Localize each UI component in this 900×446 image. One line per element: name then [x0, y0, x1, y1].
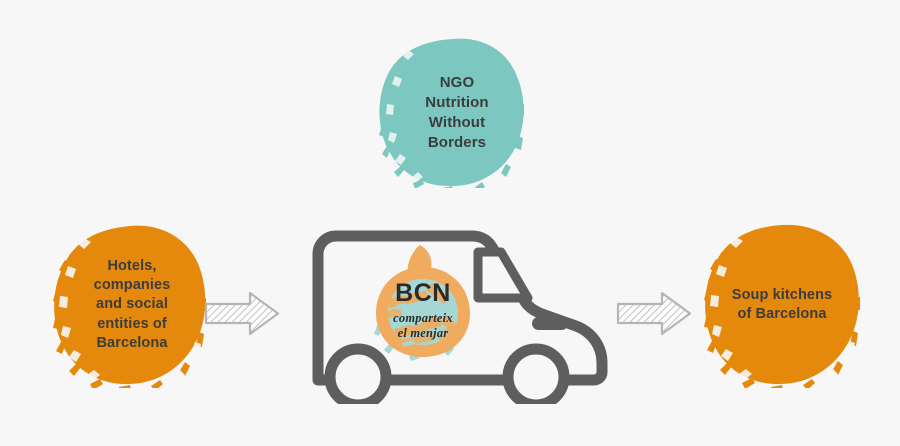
- arrow-van-to-kitchens: [616, 291, 692, 336]
- sources-blob-shape: [53, 225, 206, 388]
- node-ngo-label: NGO Nutrition Without Borders: [425, 74, 489, 151]
- kitchens-blob-shape: [704, 224, 860, 388]
- node-kitchens[interactable]: Soup kitchens of Barcelona: [702, 222, 862, 388]
- bcn-logo[interactable]: BCN comparteix el menjar: [362, 243, 484, 361]
- bcn-logo-artwork: [374, 245, 470, 361]
- arrow-sources-to-van: [204, 291, 280, 336]
- van-side-window: [473, 247, 533, 303]
- node-kitchens-label: Soup kitchens of Barcelona: [731, 286, 833, 322]
- node-ngo[interactable]: NGO Nutrition Without Borders: [378, 36, 526, 188]
- van-rear-wheel: [324, 343, 392, 404]
- node-sources[interactable]: Hotels, companies and social entities of…: [52, 222, 208, 388]
- ngo-blob-shape: [379, 38, 524, 188]
- node-sources-label: Hotels, companies and social entities of…: [93, 258, 171, 351]
- van-front-wheel: [502, 343, 570, 404]
- van-door-handle: [532, 317, 568, 330]
